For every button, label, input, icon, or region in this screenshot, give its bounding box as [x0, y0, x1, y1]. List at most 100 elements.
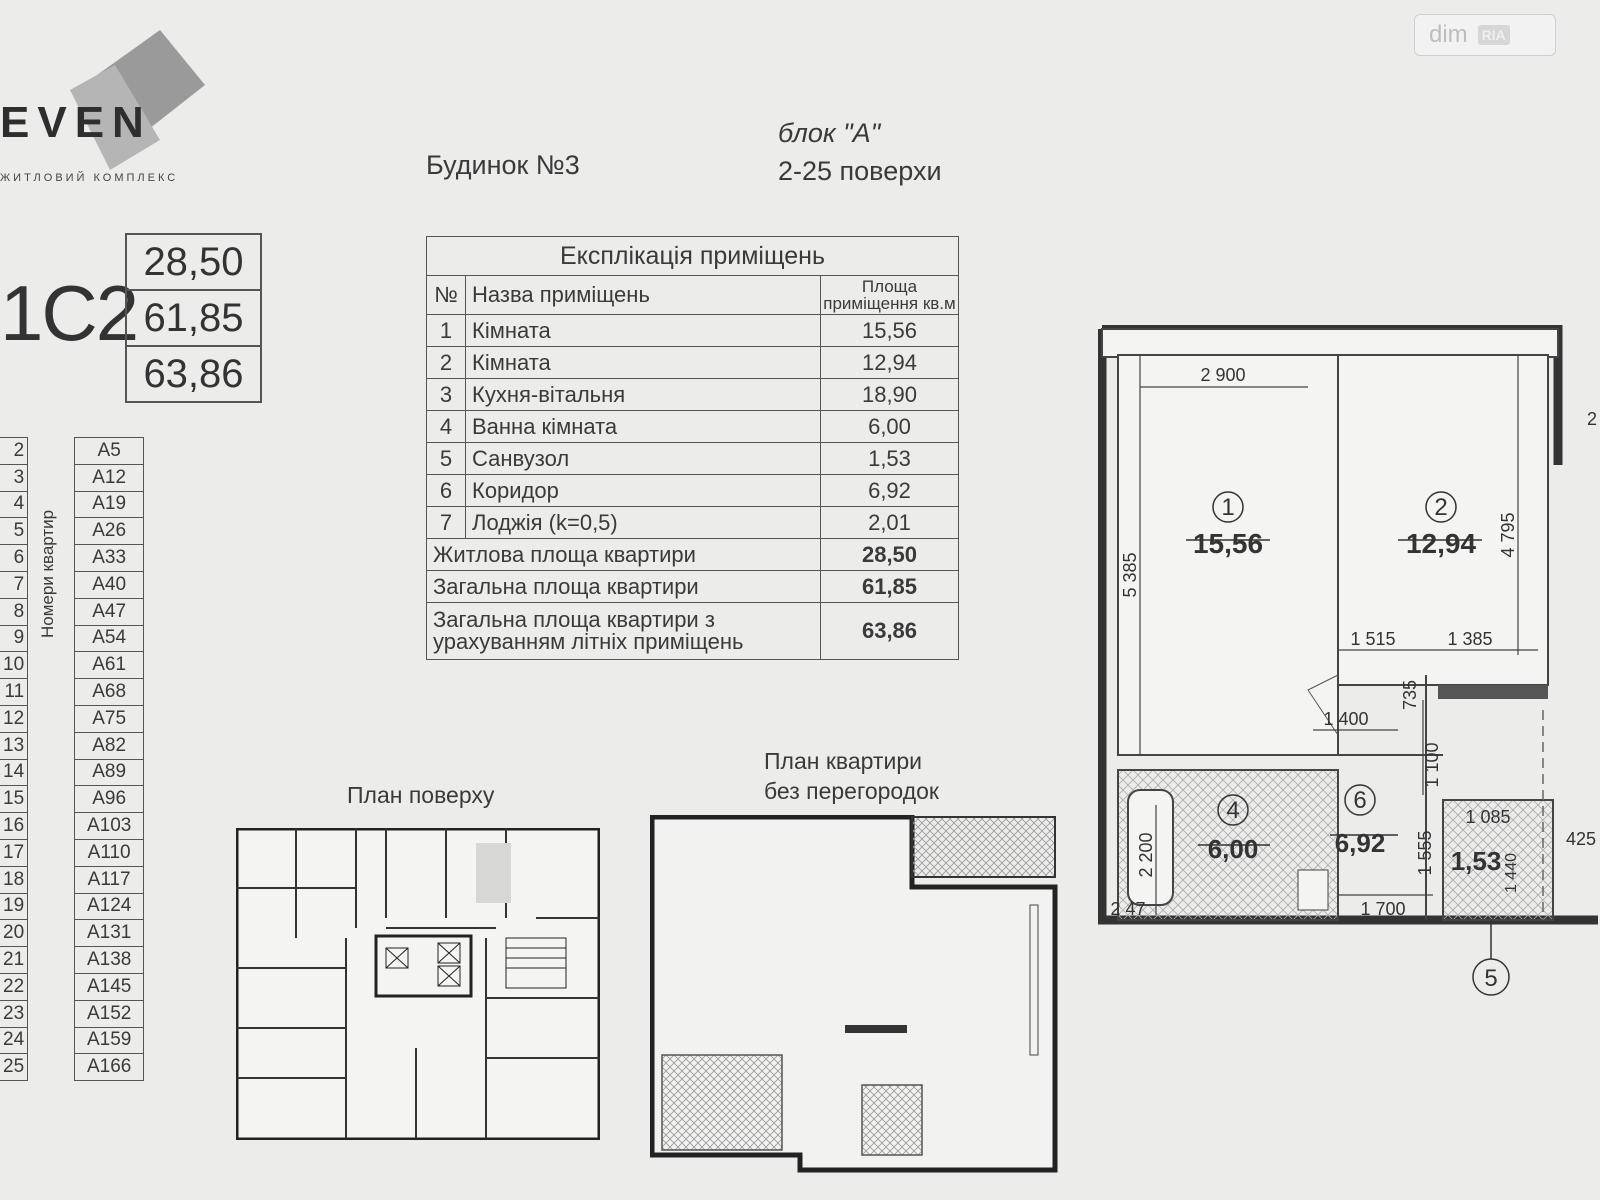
table-spacer: [28, 947, 43, 974]
floor-number: 21: [0, 946, 29, 974]
room-5-number: 5: [1484, 965, 1497, 992]
apartment-number: A54: [74, 624, 145, 653]
floor-row: 9 A54: [0, 624, 145, 653]
dim-label: 1 700: [1360, 899, 1405, 919]
floor-number: 14: [0, 758, 29, 787]
room-area: 12,94: [820, 346, 959, 379]
floor-number: 4: [0, 490, 29, 519]
table-spacer: [42, 652, 75, 679]
floor-number: 22: [0, 972, 29, 1001]
dim-label: 2 47: [1110, 899, 1145, 919]
floor-plan-drawing: [236, 828, 600, 1140]
room-name: Кухня-вітальня: [465, 378, 821, 411]
room-1-number: 1: [1221, 494, 1234, 521]
table-spacer: [42, 920, 75, 947]
apartment-number: A61: [74, 651, 145, 680]
floor-number: 11: [0, 678, 29, 706]
dim-label: 4 795: [1498, 512, 1518, 557]
dim-label: 425: [1566, 829, 1596, 849]
table-spacer: [28, 920, 43, 947]
apartment-number: A117: [74, 865, 145, 894]
table-spacer: [42, 1027, 75, 1054]
col-no-header: №: [426, 275, 466, 315]
room-area: 6,92: [820, 474, 959, 507]
living-area-value: 28,50: [127, 235, 260, 291]
floor-number: 5: [0, 517, 29, 546]
floor-number: 9: [0, 624, 29, 653]
total-area-summer-value: 63,86: [143, 352, 244, 396]
room-area: 1,53: [820, 442, 959, 475]
table-spacer: [28, 679, 43, 706]
area-summary-box: 28,50 61,85 63,86: [125, 233, 262, 403]
table-spacer: [42, 866, 75, 893]
room-number: 2: [426, 346, 466, 379]
dim-label: 2 200: [1136, 832, 1156, 877]
room-5-area: 1,53: [1451, 846, 1502, 876]
table-spacer: [28, 786, 43, 813]
floor-row: 21 A138: [0, 946, 145, 974]
apartment-number: A89: [74, 758, 145, 787]
floor-row: 24 A159: [0, 1026, 145, 1055]
dim-label: 1 100: [1422, 742, 1442, 787]
table-spacer: [42, 813, 75, 840]
open-plan-caption-line2: без перегородок: [764, 778, 939, 804]
floor-plan-caption: План поверху: [347, 782, 495, 808]
apartment-number: A152: [74, 999, 145, 1028]
apartment-number: A40: [74, 570, 145, 599]
room-number: 7: [426, 506, 466, 539]
room-area: 15,56: [820, 314, 959, 347]
apartment-number: A159: [74, 1026, 145, 1055]
room-name: Ванна кімната: [465, 410, 821, 443]
watermark-text: dim: [1429, 21, 1468, 48]
apartment-number: A19: [74, 490, 145, 519]
total-label: Житлова площа квартири: [426, 538, 821, 571]
room-2-area: 12,94: [1406, 528, 1476, 559]
floor-number: 16: [0, 812, 29, 840]
apartment-number: A75: [74, 704, 145, 733]
room-6-area: 6,92: [1335, 828, 1386, 858]
floor-number: 10: [0, 651, 29, 680]
explication-table: Експлікація приміщень № Назва приміщень …: [426, 236, 959, 660]
table-spacer: [28, 839, 43, 866]
room-number: 5: [426, 442, 466, 475]
floor-number: 24: [0, 1026, 29, 1055]
room-name: Санвузол: [465, 442, 821, 475]
open-plan-caption-line1: План квартири: [764, 748, 922, 774]
floor-number: 23: [0, 999, 29, 1028]
room-name: Коридор: [465, 474, 821, 507]
table-spacer: [28, 759, 43, 786]
total-label: Загальна площа квартири з урахуванням лі…: [426, 602, 821, 660]
apartment-number: A103: [74, 812, 145, 840]
table-spacer: [42, 732, 75, 759]
floor-row: 14 A89: [0, 758, 145, 787]
room-number: 1: [426, 314, 466, 347]
table-spacer: [28, 1027, 43, 1054]
table-spacer: [42, 1000, 75, 1027]
building-title: Будинок №3: [426, 150, 580, 180]
room-2-number: 2: [1434, 494, 1447, 521]
room-name: Лоджія (k=0,5): [465, 506, 821, 539]
block-label: блок "А": [778, 118, 881, 148]
apartment-number: A12: [74, 463, 145, 492]
table-spacer: [42, 839, 75, 866]
dim-label: 1 440: [1503, 853, 1520, 893]
floor-number: 15: [0, 785, 29, 814]
apartment-number: A138: [74, 946, 145, 974]
watermark: dim RIA: [1414, 14, 1556, 56]
total-area-value: 61,85: [127, 291, 260, 347]
apartment-number: A124: [74, 892, 145, 921]
